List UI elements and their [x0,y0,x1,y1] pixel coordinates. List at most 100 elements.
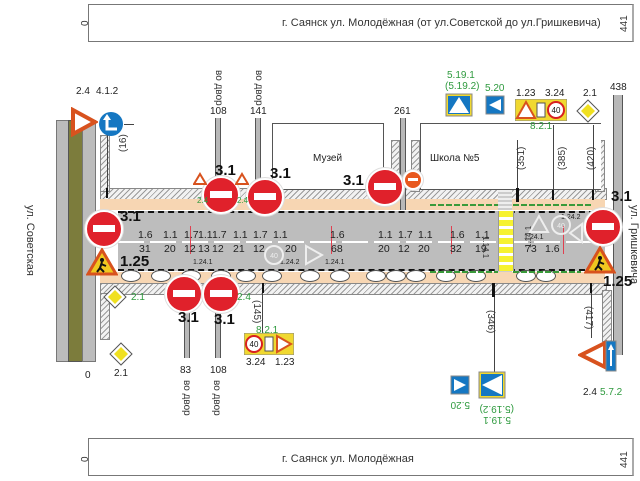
sign-code-3-1: 3.1 [214,311,235,328]
pedestrian-fence-post [151,270,171,282]
road-works-sign-icon[interactable] [584,246,616,274]
sign-post [262,283,264,293]
marking-top: 1.6 [330,229,345,241]
marking-top: 1.1 [475,229,490,241]
green-fence [513,271,581,273]
sign-leader-line [591,283,592,338]
stop-line [563,226,564,254]
bottom-left-verge-vertical [100,293,110,340]
no-entry-sign-icon[interactable] [202,176,240,214]
crossing-hatch-top [498,188,512,210]
pedestrian-crossing-sign-icon[interactable] [478,371,506,399]
bottom-frame-end-km: 441 [619,451,630,468]
bottom-title-frame [88,438,634,476]
sign-code-1-25: 1.25 [120,253,150,270]
children-warning-speed-limit-sign-group-icon[interactable]: 40 [515,99,567,121]
sign-code: 5.20 [485,83,505,94]
school-label: Школа №5 [430,153,480,164]
pedestrian-fence-post [330,270,350,282]
sign-code: 5.19.1 [447,70,475,81]
top-road-edge [118,211,605,213]
road-works-sign-icon[interactable] [86,248,118,276]
driveway-km: 261 [394,106,411,117]
no-entry-sign-icon[interactable] [246,178,284,216]
no-entry-sign-icon[interactable] [85,210,123,248]
sign-post [492,283,495,297]
pedestrian-fence-post [466,270,486,282]
direction-sign-icon[interactable] [97,110,125,138]
sign-leader-line [494,283,495,373]
sign-code: 2.1 [114,368,128,379]
marking-length: 68 [331,243,343,255]
marking-top: 1.1 [418,229,433,241]
speed-value: 40 [250,340,259,349]
marking-top: 1.1 [198,229,213,241]
driveway-km: 108 [210,365,227,376]
no-entry-sign-icon[interactable] [366,168,404,206]
sign-bracket [124,124,134,125]
speed-limit-road-marking-icon: 40 [264,245,284,265]
sign-code-3-1: 3.1 [178,309,199,326]
crosswalk-sign-icon[interactable] [450,375,470,395]
sign-leader-line [553,125,554,195]
museum-building [272,123,384,190]
sign-code: 2.1 [583,88,597,99]
school-building [420,123,601,190]
sign-post [590,283,592,293]
center-line [118,241,605,243]
top-title-frame [88,4,634,42]
green-fence [513,204,593,206]
driveway-label: во двор [181,380,192,416]
sign-code-3-1: 3.1 [120,208,141,225]
top-frame-start-km: 0 [80,20,91,26]
bottom-frame-title: г. Саянск ул. Молодёжная [282,453,414,465]
sign-code-3-1: 3.1 [215,162,236,179]
yield-sign-icon[interactable] [235,172,249,186]
pedestrian-fence-post [516,270,536,282]
marking-top: 1.7 [253,229,268,241]
green-fence [430,204,498,206]
offset-label: (420) [586,146,597,170]
sign-code: 2.4 [237,292,251,303]
sign-post [516,188,519,202]
small-marking: 1.24.2 [280,259,300,266]
sign-code: 5.20 [450,399,470,410]
pedestrian-fence-post [300,270,320,282]
offset-label: (145) [251,300,262,324]
sign-code-3-1: 3.1 [343,172,364,189]
yield-sign-icon[interactable] [193,172,207,186]
sign-code: 3.24 [246,357,266,368]
start-km-bottom: 0 [85,370,91,381]
pedestrian-crossing-sign-icon[interactable] [445,93,473,117]
marking-length: 32 [450,243,462,255]
pedestrian-fence-post [236,270,256,282]
sign-code: 2.4 [76,86,90,97]
offset-label: (351) [516,146,527,170]
top-frame-title: г. Саянск ул. Молодёжная (от ул.Советско… [282,17,601,29]
pedestrian-fence-post [366,270,386,282]
priority-road-sign-icon[interactable] [109,342,133,366]
sign-code: 2.4 [197,196,209,205]
sign-code: 4.1.2 [96,86,119,97]
yield-sign-icon[interactable] [578,340,608,370]
marking-length: 20 [378,243,390,255]
driveway-km: 108 [210,106,227,117]
sign-code: 2.1 [131,292,145,303]
crosswalk-sign-icon[interactable] [485,95,505,115]
no-entry-sign-icon[interactable] [202,275,240,313]
one-way-lane-sign-icon[interactable] [605,340,617,372]
yield-sign-icon[interactable] [70,107,98,137]
priority-road-sign-icon[interactable] [103,285,127,309]
bottom-right-verge-vertical [602,290,612,342]
no-entry-sign-icon[interactable] [584,208,622,246]
pedestrian-fence-post [436,270,456,282]
pedestrian-fence-post [386,270,406,282]
sign-code: 5.19.1 [483,414,511,425]
sign-post [106,188,108,198]
no-entry-sign-icon[interactable] [165,275,203,313]
speed-limit-children-sign-group-icon[interactable]: 40 [244,333,294,355]
bottom-road-edge [118,269,605,271]
no-entry-small-sign-icon[interactable] [403,170,423,190]
priority-road-sign-icon[interactable] [576,99,600,123]
marking-length: 19 [475,243,487,255]
